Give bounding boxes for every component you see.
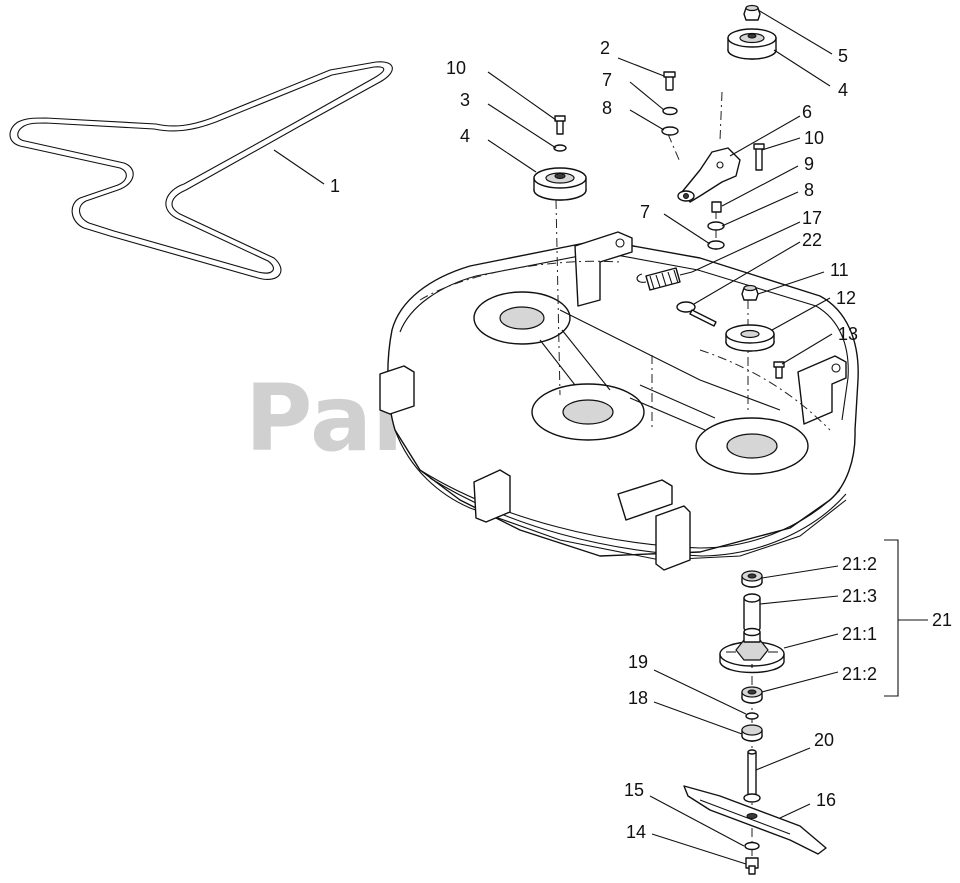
nut-11: [741, 284, 759, 301]
washer-8-top: [661, 126, 679, 136]
callout-8-mid: 8: [804, 180, 814, 200]
idler-pulley-left: [533, 167, 587, 201]
seal-18: [741, 724, 763, 742]
spindle-shaft-20: [743, 749, 761, 803]
washer-8: [707, 221, 725, 231]
washer-19: [745, 712, 759, 720]
callout-21-2-bottom: 21:2: [842, 664, 877, 684]
callout-22: 22: [802, 230, 822, 250]
callout-12: 12: [836, 288, 856, 308]
spring-17: [636, 267, 693, 291]
callout-1: 1: [330, 176, 340, 196]
callout-10-left: 10: [446, 58, 466, 78]
mower-deck: [379, 231, 859, 571]
callout-4-left: 4: [460, 126, 470, 146]
callout-5: 5: [838, 46, 848, 66]
callout-20: 20: [814, 730, 834, 750]
bolt-10-left: [554, 115, 566, 135]
pulley-12: [725, 324, 775, 352]
callout-14: 14: [626, 822, 646, 842]
callout-7-mid: 7: [640, 202, 650, 222]
callout-21-3: 21:3: [842, 586, 877, 606]
callout-11: 11: [830, 260, 849, 280]
spacer-21-3: [743, 593, 761, 633]
callout-15: 15: [624, 780, 644, 800]
washer-7-top: [662, 106, 678, 116]
nut-5: [743, 4, 761, 21]
bolt-14: [745, 857, 759, 875]
bolt-2: [663, 71, 676, 91]
callout-10-right: 10: [804, 128, 824, 148]
washer-7: [707, 240, 725, 250]
bolt-13: [773, 361, 785, 379]
callout-4-top: 4: [838, 80, 848, 100]
spacer-9: [711, 201, 722, 213]
bearing-21-2-top: [741, 570, 763, 588]
callout-21: 21: [932, 610, 952, 630]
callout-19: 19: [628, 652, 648, 672]
callout-18: 18: [628, 688, 648, 708]
eyebolt-22: [676, 301, 717, 327]
callout-3: 3: [460, 90, 470, 110]
callout-2: 2: [600, 38, 610, 58]
blade-16: [683, 785, 827, 855]
bolt-10-right: [753, 143, 765, 171]
bearing-21-2-bottom: [741, 686, 763, 704]
callout-6: 6: [802, 102, 812, 122]
callout-7-top: 7: [602, 70, 612, 90]
callout-21-2-top: 21:2: [842, 554, 877, 574]
drive-belt: [9, 61, 393, 280]
idler-pulley-top: [727, 28, 777, 60]
idler-arm-6: [677, 147, 741, 203]
callout-8-top: 8: [602, 98, 612, 118]
spindle-housing-21-1: [719, 627, 785, 674]
washer-15: [744, 841, 760, 851]
callout-labels: 1 2 3 4 4 5 6 7 7 8 8 9 10 10 11 12 13 1…: [330, 38, 952, 842]
washer-3: [553, 144, 567, 152]
callout-17: 17: [802, 208, 822, 228]
callout-21-1: 21:1: [842, 624, 877, 644]
assembly-21-bracket: [884, 539, 928, 697]
leader-lines: [273, 9, 839, 865]
callout-13: 13: [838, 324, 858, 344]
callout-9: 9: [804, 154, 814, 174]
callout-16: 16: [816, 790, 836, 810]
